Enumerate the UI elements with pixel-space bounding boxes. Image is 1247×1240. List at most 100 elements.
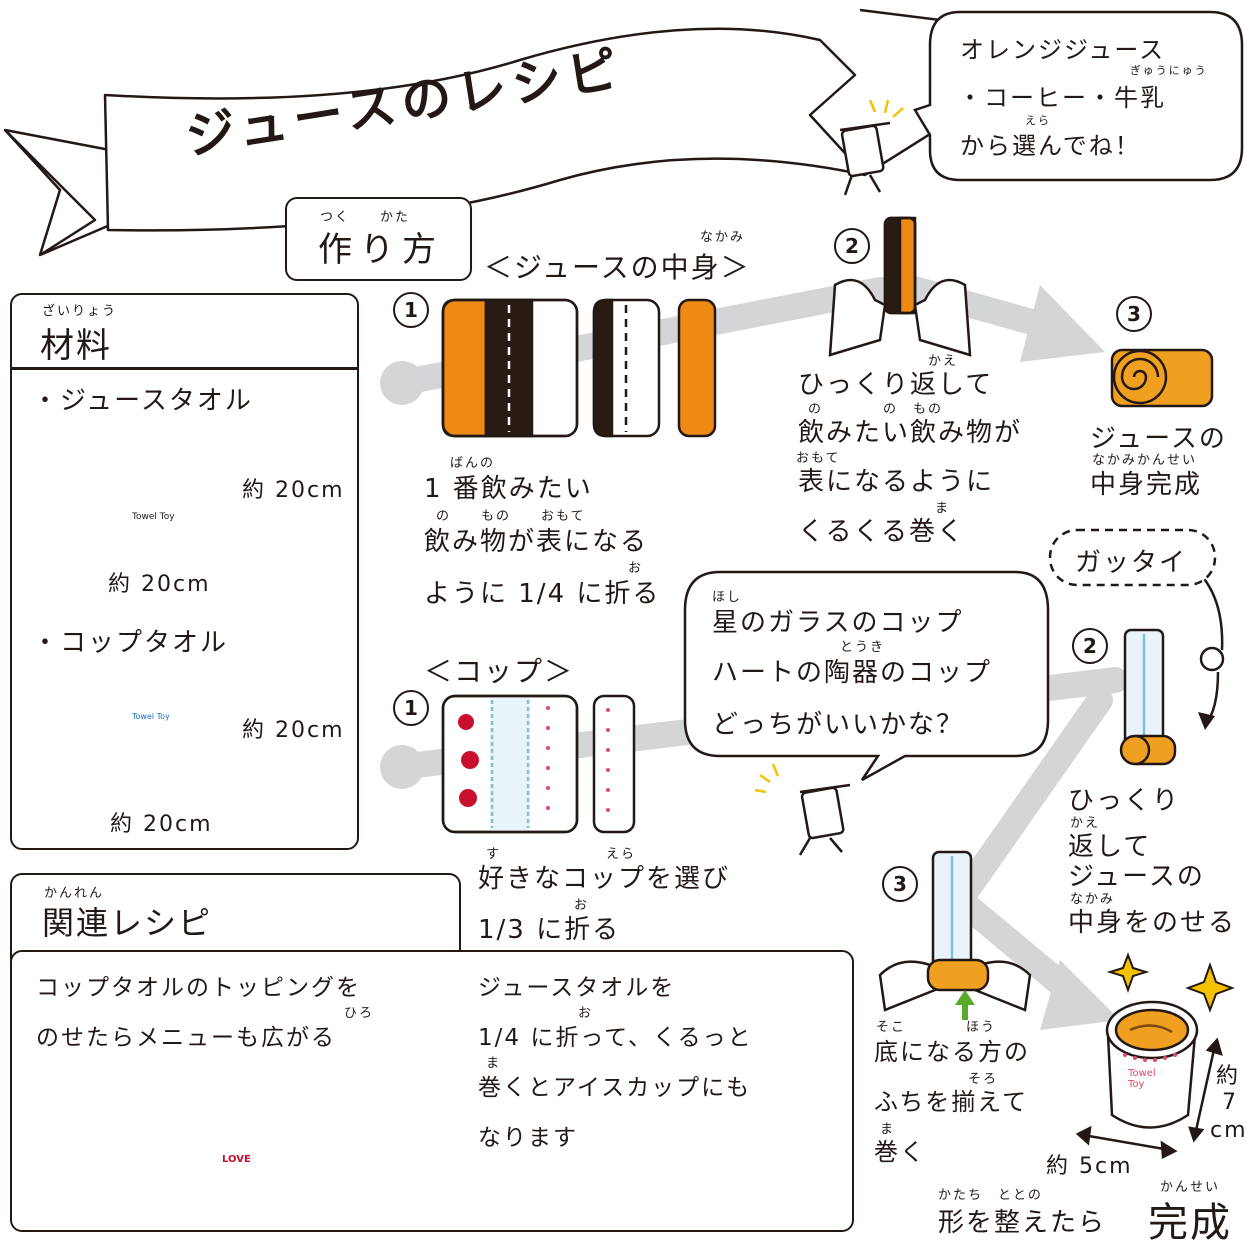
cup-step1-number: 1 — [393, 690, 429, 726]
juice-step1-line-1: 1 番飲みたい — [424, 474, 593, 504]
juice-step2-line-3: 表になるように — [798, 467, 995, 497]
juice-step3-line-1: ジュースの — [1090, 424, 1227, 454]
related-left-line-1: コップタオルのトッピングを — [36, 975, 361, 1001]
cup-towel-logo: Towel Toy — [132, 712, 170, 721]
gattai-step2-number: 2 — [1072, 628, 1108, 664]
juice-step2-ruby-3: おもて — [796, 451, 841, 466]
gattai-step2-line-2: 返して — [1068, 832, 1152, 862]
cup-towel-width: 約 20cm — [110, 812, 213, 837]
cup-towel-height: 約 20cm — [242, 718, 345, 743]
related-right-line-1: ジュースタオルを — [478, 975, 676, 1001]
gattai-step3-line-2: ふちを揃えて — [874, 1088, 1029, 1116]
materials-label: 材料 — [40, 326, 112, 366]
gattai-step3-ruby-2: そろ — [968, 1072, 999, 1087]
speech-mid-ruby-1: ほし — [712, 590, 743, 605]
gattai-step2-line-3: ジュースの — [1068, 862, 1205, 892]
juice-step2-ruby-2: の の もの — [808, 402, 944, 417]
how-to-label: 作り方 — [318, 230, 444, 270]
gattai-step2-ruby-1: かえ — [1070, 816, 1101, 831]
juice-step2-line-4: くるくる巻く — [798, 517, 965, 547]
juice-step3-line-2: 中身完成 — [1090, 470, 1203, 500]
juice-step2-ruby-4: ま — [935, 501, 951, 516]
related-right-line-2: 1/4 に折って、くるっと — [478, 1025, 753, 1051]
juice-step2-line-1: ひっくり返して — [798, 370, 994, 400]
related-left-ruby: ひろ — [344, 1006, 375, 1021]
speech-bubble-top — [913, 10, 1244, 182]
final-ruby-pre: かたち ととの — [938, 1188, 1043, 1203]
final-size-width: 約 5cm — [1046, 1154, 1133, 1179]
gattai-step3-number: 3 — [882, 866, 918, 902]
juice-step3-number: 3 — [1116, 296, 1152, 332]
speech-top-ruby-2: えら — [1025, 114, 1051, 127]
gattai-bubble — [1048, 528, 1217, 587]
speech-mid-line-3: どっちがいいかな？ — [712, 710, 965, 740]
materials-panel — [10, 293, 359, 850]
juice-step2-line-2: 飲みたい飲み物が — [798, 418, 1023, 448]
juice-step1-line-2: 飲み物が表になる — [424, 527, 649, 557]
juice-step1-ruby-2: の もの おもて — [436, 509, 586, 524]
speech-top-line-2: ・コーヒー・牛乳 — [958, 84, 1166, 112]
final-size-h-2: 7 — [1222, 1090, 1238, 1115]
gattai-step3-ruby-1: そこ ほう — [876, 1020, 997, 1035]
related-right-line-4: なります — [478, 1125, 578, 1151]
juice-step3-ruby: なかみかんせい — [1092, 453, 1198, 468]
cup-step1-ruby-1: す えら — [486, 847, 637, 862]
gattai-step3-ruby-3: ま — [880, 1122, 896, 1137]
juice-roll-step2 — [828, 216, 972, 357]
cup-step1-ruby-2: お — [574, 898, 590, 913]
sparkles — [1106, 952, 1235, 1013]
juice-towel-height: 約 20cm — [242, 478, 345, 503]
speech-top-line-1: オレンジジュース — [960, 36, 1166, 64]
combine-step2 — [1119, 628, 1177, 766]
related-label: 関連レシピ — [42, 904, 213, 942]
towel-character-mid — [754, 763, 851, 856]
gattai-step2-line-1: ひっくり — [1068, 786, 1181, 816]
towel-character-top — [839, 99, 904, 196]
related-right-line-3: 巻くとアイスカップにも — [478, 1075, 752, 1101]
juice-step1-ruby-3: お — [628, 561, 644, 576]
related-right-ruby-2: ま — [486, 1056, 502, 1071]
speech-top-ruby-1: ぎゅうにゅう — [1130, 64, 1208, 77]
final-line-big: 完成 — [1148, 1200, 1232, 1240]
speech-top-line-3: から選んでね！ — [960, 132, 1141, 160]
juice-heading-ruby: なかみ — [700, 230, 746, 245]
speech-mid-ruby-2: とうき — [840, 640, 886, 655]
materials-ruby: ざいりょう — [42, 304, 118, 319]
juice-towel-logo: Towel Toy — [132, 512, 175, 522]
speech-bubble-mid — [683, 570, 1050, 782]
related-panel — [10, 950, 854, 1232]
related-right-ruby-1: お — [578, 1006, 594, 1021]
final-cup-logo: Towel Toy — [1128, 1068, 1156, 1090]
juice-towel-width: 約 20cm — [108, 572, 211, 597]
juice-roll-complete — [1110, 348, 1214, 408]
final-size-h-3: cm — [1210, 1118, 1247, 1143]
juice-step2-ruby-1: かえ — [928, 354, 959, 369]
how-to-label-box — [285, 197, 472, 281]
cup-step1-line-1: 好きなコップを選び — [478, 864, 731, 894]
cup-heading: ＜コップ＞ — [424, 655, 575, 688]
gattai-step3-line-3: 巻く — [874, 1138, 926, 1166]
gattai-step3-line-1: 底になる方の — [874, 1038, 1030, 1066]
juice-step1-line-3: ように 1/4 に折る — [424, 579, 661, 609]
speech-mid-line-1: 星のガラスのコップ — [712, 608, 964, 638]
final-cup — [1105, 1000, 1199, 1129]
cookie-text: LOVE — [222, 1154, 251, 1165]
final-size-h-1: 約 — [1216, 1064, 1241, 1089]
related-ruby: かんれん — [44, 886, 105, 901]
juice-step2-number: 2 — [834, 228, 870, 264]
final-line-pre: 形を整えたら — [938, 1208, 1107, 1238]
speech-mid-line-2: ハートの陶器のコップ — [712, 658, 993, 688]
materials-divider — [12, 367, 357, 370]
juice-towel-label: ・ジュースタオル — [32, 386, 253, 416]
gattai-label: ガッタイ — [1075, 548, 1188, 578]
juice-step1-ruby-1: ばんの — [450, 456, 496, 471]
gattai-step2-line-4: 中身をのせる — [1068, 908, 1237, 938]
juice-step1-number: 1 — [393, 292, 429, 328]
cup-fold-step1 — [441, 694, 636, 834]
combine-step3 — [878, 850, 1032, 1012]
final-ruby-big: かんせい — [1160, 1180, 1221, 1195]
related-left-line-2: のせたらメニューも広がる — [36, 1025, 336, 1051]
cup-step1-line-2: 1/3 に折る — [478, 915, 621, 945]
juice-heading: ＜ジュースの中身＞ — [484, 251, 751, 284]
